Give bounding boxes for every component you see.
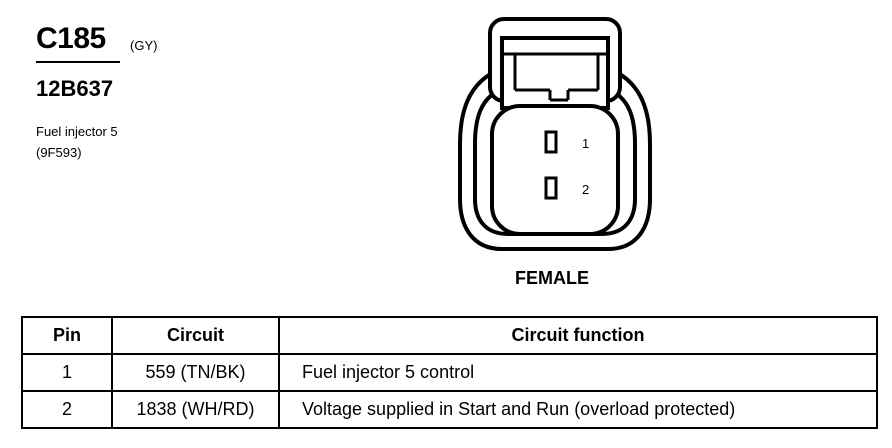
connector-latch-inner — [500, 36, 610, 110]
pin-circuit-table: Pin Circuit Circuit function 1 559 (TN/B… — [21, 316, 878, 429]
circuit-cell: 1838 (WH/RD) — [111, 390, 280, 429]
connector-outer-housing — [458, 64, 652, 251]
part-number: 12B637 — [36, 76, 114, 101]
connector-mating-face — [490, 104, 620, 236]
pin-cell: 2 — [21, 390, 113, 429]
header-pin: Pin — [21, 316, 113, 355]
component-number: (9F593) — [36, 145, 82, 160]
connector-description: Fuel injector 5 — [36, 124, 118, 139]
table-row: 1 559 (TN/BK) Fuel injector 5 control — [21, 353, 878, 392]
circuit-function-cell: Fuel injector 5 control — [278, 353, 878, 392]
pin-label-1: 1 — [582, 136, 589, 151]
pin-label-2: 2 — [582, 182, 589, 197]
connector-face-diagram: 1 2 — [458, 17, 652, 251]
table-header-row: Pin Circuit Circuit function — [21, 316, 878, 355]
pin-cell: 1 — [21, 353, 113, 392]
pin-cavity-1 — [544, 130, 558, 154]
connector-id-underline — [36, 61, 120, 63]
table-row: 2 1838 (WH/RD) Voltage supplied in Start… — [21, 390, 878, 429]
pin-cavity-2 — [544, 176, 558, 200]
connector-color-code: (GY) — [130, 38, 158, 53]
header-circuit: Circuit — [111, 316, 280, 355]
header-circuit-function: Circuit function — [278, 316, 878, 355]
circuit-cell: 559 (TN/BK) — [111, 353, 280, 392]
circuit-function-cell: Voltage supplied in Start and Run (overl… — [278, 390, 878, 429]
connector-id: C185 — [36, 22, 106, 55]
connector-gender-label: FEMALE — [515, 268, 589, 288]
